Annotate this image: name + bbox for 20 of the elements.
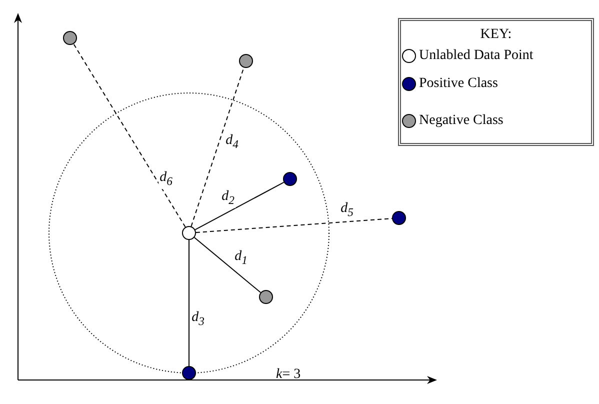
edge-label: d$_{6}$ <box>158 171 174 189</box>
edge-label: d$_{2}$ <box>220 190 236 208</box>
legend-label: Positive Class <box>419 76 498 92</box>
dashed-distance-line <box>195 218 393 233</box>
positive-point <box>392 211 406 225</box>
legend-label: Negative Class <box>419 113 504 129</box>
legend-title: KEY: <box>479 27 513 43</box>
distance-line <box>194 182 284 230</box>
negative-point <box>259 290 273 304</box>
legend-label: Unlabled Data Point <box>419 48 534 64</box>
k-value-note: k= 3 <box>276 367 301 383</box>
negative-point <box>63 31 77 45</box>
unlabeled-point <box>182 226 196 240</box>
negative-point <box>239 54 253 68</box>
positive-point <box>283 172 297 186</box>
dashed-distance-line <box>73 43 186 228</box>
distance-line <box>188 240 190 366</box>
distance-line <box>194 236 262 294</box>
positive-point <box>182 366 196 380</box>
dashed-distance-line <box>190 67 244 227</box>
